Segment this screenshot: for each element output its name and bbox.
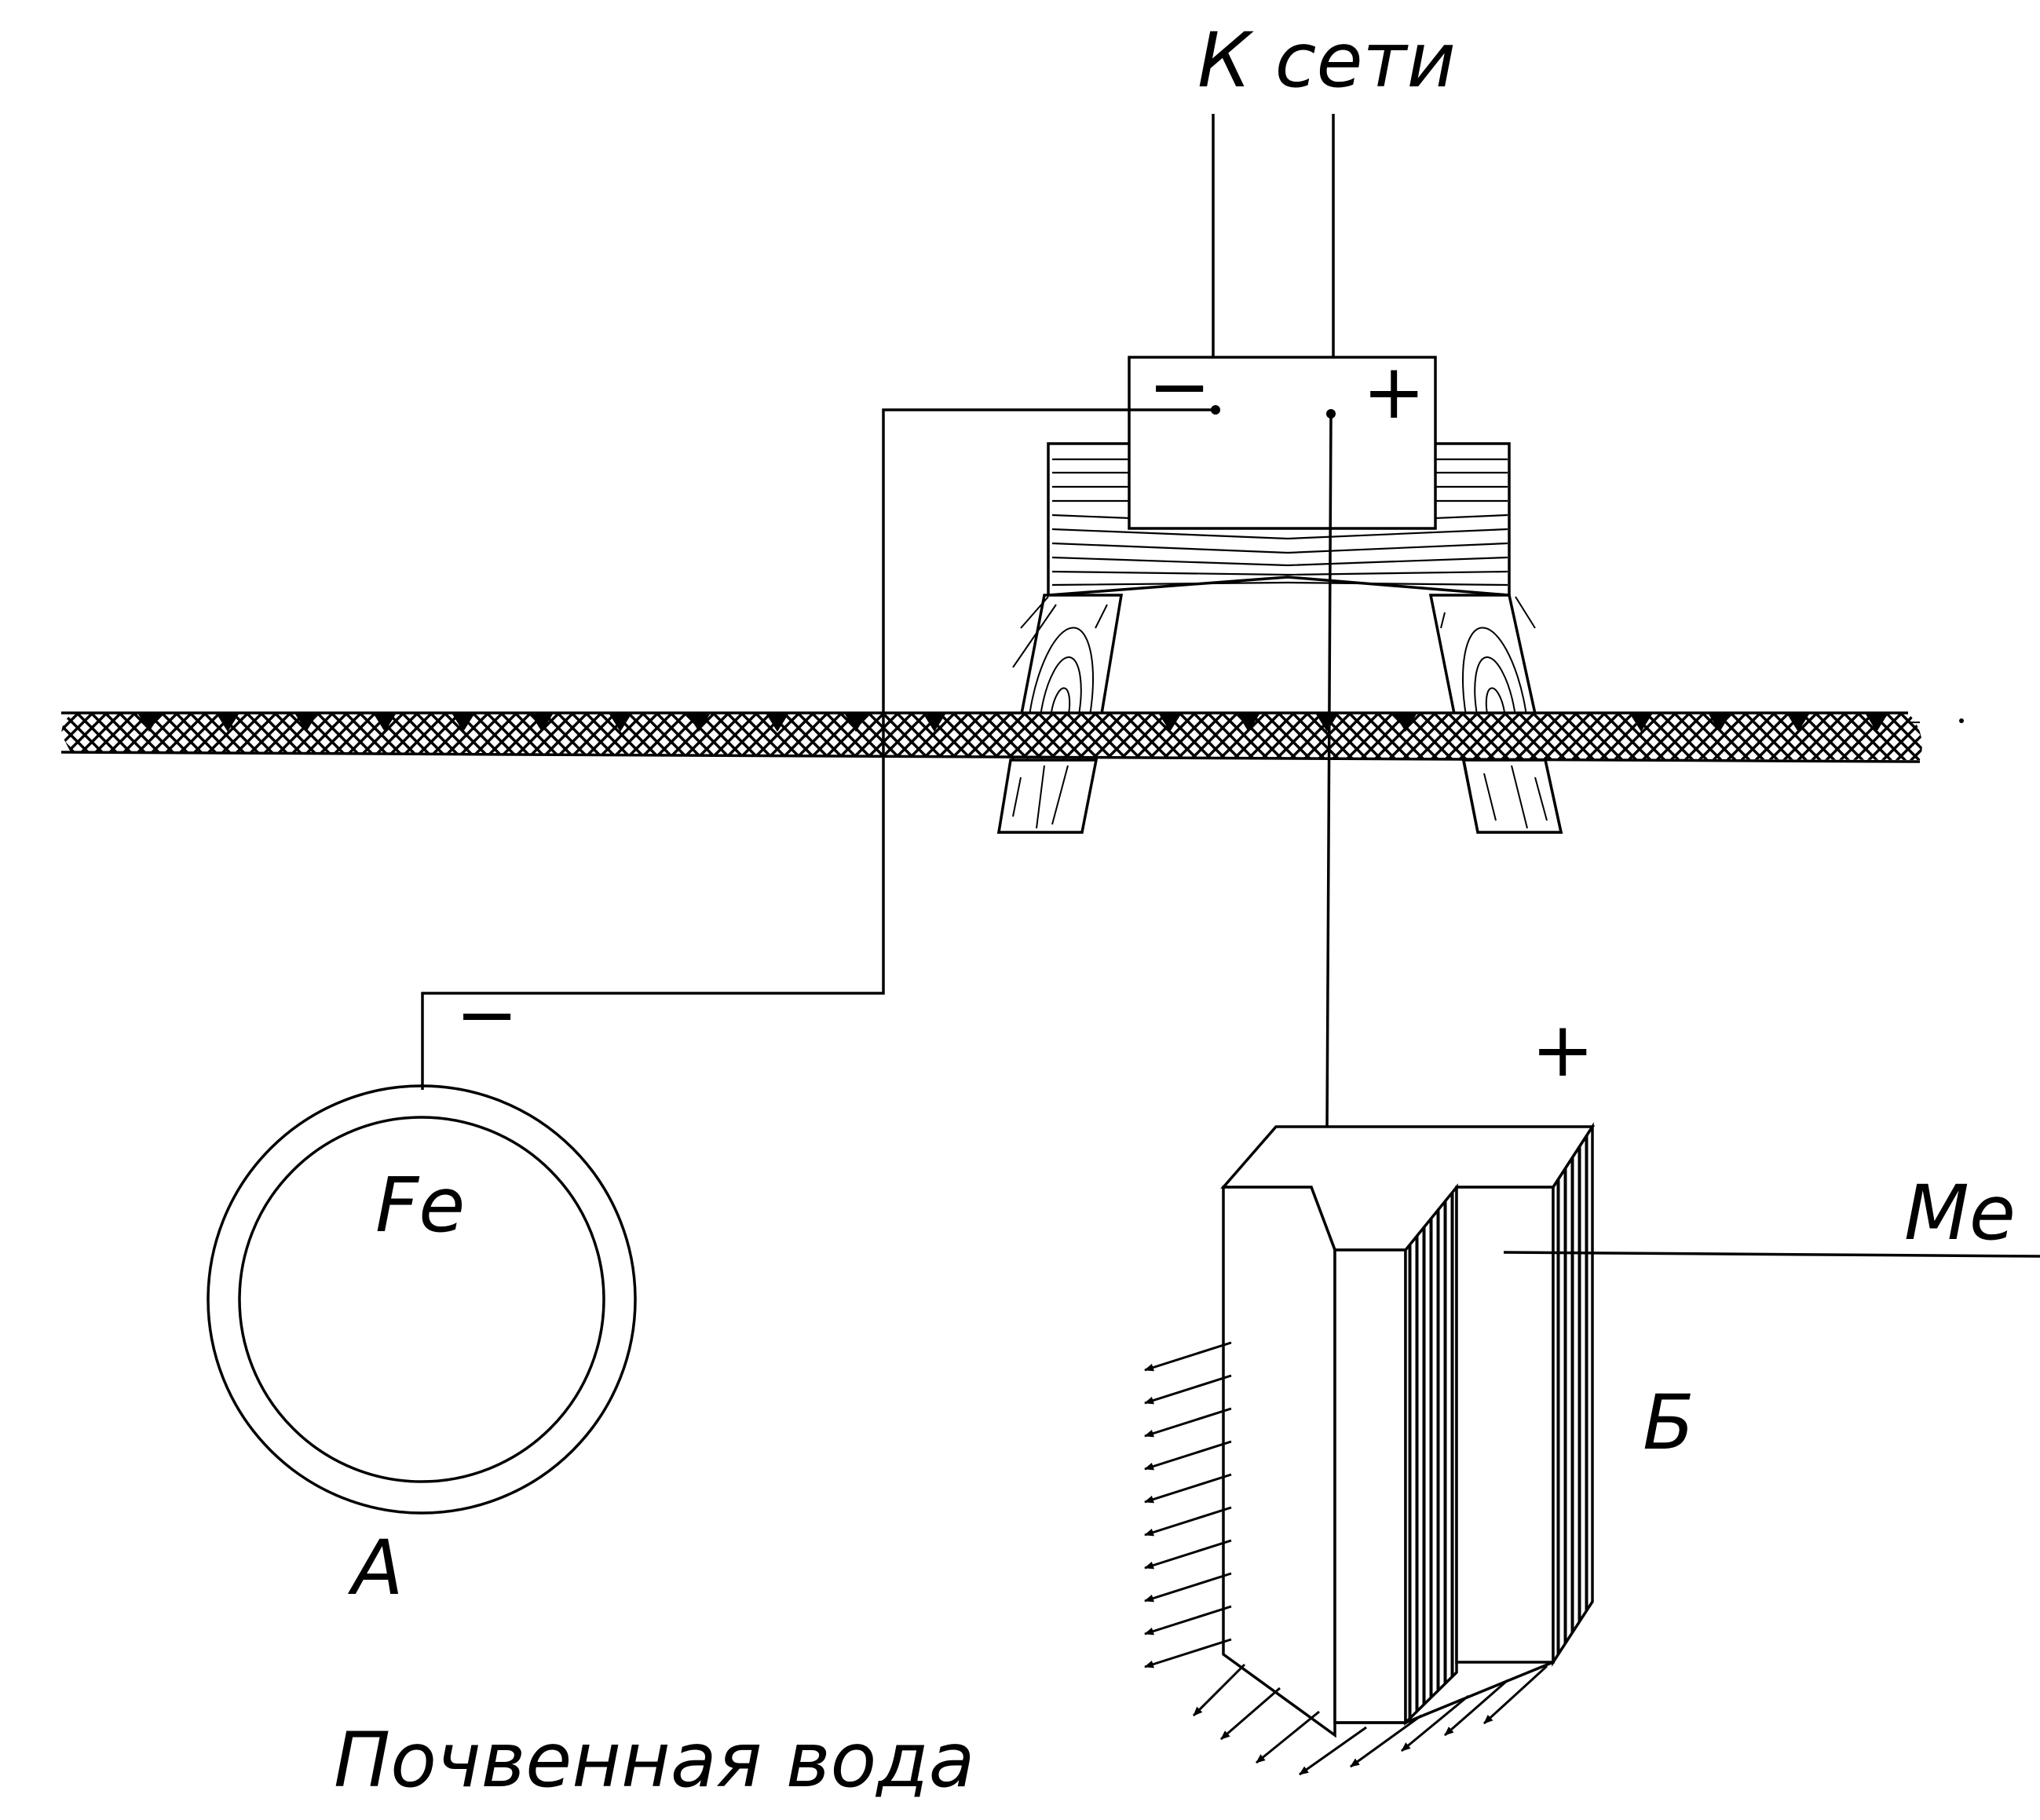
supply-wires [1212,114,1335,357]
pipe-minus-sign: − [455,970,518,1058]
power-source-box: − + [1128,342,1437,530]
current-flow-arrows [1144,1341,1548,1776]
anode-metal-leader [1503,1251,2040,1258]
pipe-metal-label: Fe [375,1161,465,1249]
anode-letter-label: Б [1643,1379,1695,1467]
ground-surface [60,711,1964,763]
box-plus-sign: + [1362,348,1425,436]
box-minus-sign: − [1148,342,1211,430]
network-label: К сети [1197,16,1456,104]
anode-wire [1325,413,1333,1127]
soil-water-label: Почвенная вода [334,1716,974,1804]
pipe-letter-label: А [347,1524,404,1612]
anode-plus-sign: + [1531,1006,1594,1094]
anode-metal-label: Me [1904,1169,2016,1257]
protected-pipe [207,1084,637,1515]
cathode-wire [421,408,1216,1090]
anode-block [1220,1122,1596,1738]
